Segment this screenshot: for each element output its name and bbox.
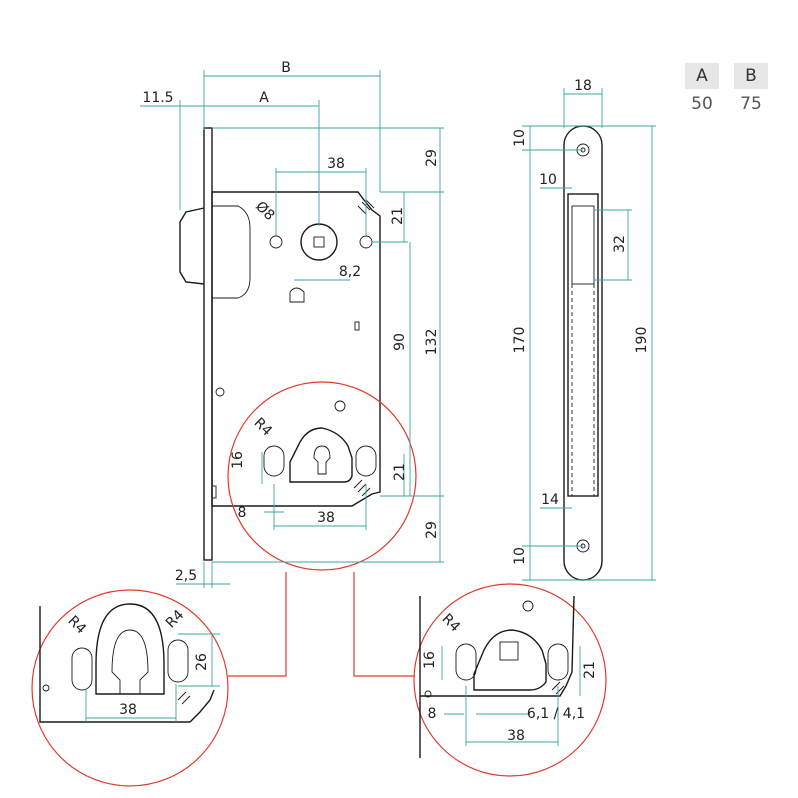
dim-B: B: [281, 60, 291, 76]
detail-circle-front: [227, 381, 417, 571]
detail-left-cutout: [95, 603, 165, 695]
detail-right: R4 16 21 8 6,1 / 4,1 38: [413, 583, 607, 777]
side-view-dimensions: [522, 88, 656, 581]
latch-head: [571, 205, 595, 285]
keyhole: [313, 445, 331, 475]
side-view: [563, 125, 603, 581]
dim-18: 18: [574, 78, 592, 94]
dim-A: A: [259, 90, 269, 106]
front-view-dimensions: [140, 70, 444, 588]
detail-left: R4 R4 26 38: [31, 589, 229, 787]
detail-left-dim-R4-right: R4: [163, 607, 188, 632]
dim-top-29: 29: [424, 149, 440, 167]
tension-spring: [289, 287, 305, 303]
dim-spindle-38: 38: [327, 156, 345, 172]
detail-right-slot-right: [547, 643, 569, 681]
legend-header-A: A: [685, 63, 719, 89]
lower-slot-right: [355, 445, 377, 477]
spindle-hub: [300, 223, 338, 261]
connector-left: [228, 572, 287, 677]
screw-hole-right: [359, 235, 373, 249]
dim-14: 14: [541, 492, 559, 508]
detail-right-body-edge: [419, 595, 575, 758]
dim-29-bottom: 29: [424, 521, 440, 539]
dim-170: 170: [512, 327, 528, 354]
detail-left-hole: [42, 684, 50, 692]
dim-90: 90: [392, 333, 408, 351]
faceplate-notch: [211, 485, 217, 499]
faceplate: [203, 127, 213, 561]
detail-right-slot-left: [455, 643, 477, 681]
legend-value-B: 75: [740, 94, 762, 114]
dim-190: 190: [634, 327, 650, 354]
dim-diameter-8: Ø8: [252, 198, 277, 223]
latch-window: [567, 193, 599, 497]
dim-16-front: 16: [230, 451, 246, 469]
detail-right-cam: [473, 629, 547, 691]
body-hole-left: [215, 387, 225, 397]
hatch-corner-bottom: [353, 479, 371, 497]
detail-right-spindle: [499, 641, 519, 661]
detail-right-dim-38: 38: [507, 728, 525, 744]
detail-left-body-edge: [39, 606, 215, 723]
detail-circle-right: [413, 583, 607, 777]
detail-right-dim-6-1-4-1: 6,1 / 4,1: [527, 706, 585, 722]
dim-21-bottom: 21: [392, 463, 408, 481]
lock-body: [211, 191, 381, 507]
legend-header-B: B: [734, 63, 768, 89]
body-slot: [354, 321, 360, 331]
dim-21-top: 21: [390, 207, 406, 225]
detail-right-dim-8: 8: [428, 706, 437, 722]
spindle-square: [313, 236, 325, 248]
screw-hole-left: [269, 235, 283, 249]
dim-10-top: 10: [512, 129, 528, 147]
detail-left-slot-left: [71, 647, 93, 691]
detail-right-hole-small: [424, 690, 432, 698]
detail-right-hole: [522, 600, 534, 612]
latch-pocket: [212, 205, 251, 299]
detail-left-dim-R4-left: R4: [65, 613, 90, 638]
legend-value-A: 50: [691, 94, 713, 114]
detail-right-dim-R4: R4: [439, 611, 464, 636]
detail-left-dim-26: 26: [194, 653, 210, 671]
detail-left-hatch: [177, 691, 191, 705]
detail-left-slot-right: [167, 639, 189, 683]
detail-right-dim-21: 21: [582, 661, 598, 679]
detail-left-dim-38: 38: [119, 702, 137, 718]
dim-R4-front: R4: [251, 415, 276, 440]
detail-connectors: [228, 572, 414, 677]
lower-slot-left: [263, 445, 285, 477]
connector-right: [353, 572, 414, 677]
dim-8-front: 8: [238, 505, 247, 521]
dim-10-bottom: 10: [512, 547, 528, 565]
dim-2-5: 2,5: [175, 568, 197, 584]
dim-8-2: 8,2: [339, 264, 361, 280]
detail-right-dim-16: 16: [422, 651, 438, 669]
front-view-labels: B A 11.5 29 38 Ø8 8,2 21 90 132 R4 16 21…: [142, 60, 440, 584]
dim-32: 32: [612, 235, 628, 253]
detail-left-keyhole: [111, 629, 149, 695]
detail-circle-left: [31, 589, 229, 787]
side-view-labels: 18 10 10 32 170 190 14 10: [512, 78, 650, 565]
body-hole-top: [334, 400, 346, 412]
latch-bolt: [179, 207, 205, 285]
dim-132: 132: [424, 329, 440, 356]
front-view: [179, 127, 417, 571]
dim-10-latch: 10: [539, 172, 557, 188]
cylinder-cutout: [289, 427, 353, 483]
dim-backset-offset: 11.5: [142, 90, 173, 106]
detail-right-hatch: [551, 681, 565, 695]
dim-38-bottom: 38: [317, 510, 335, 526]
